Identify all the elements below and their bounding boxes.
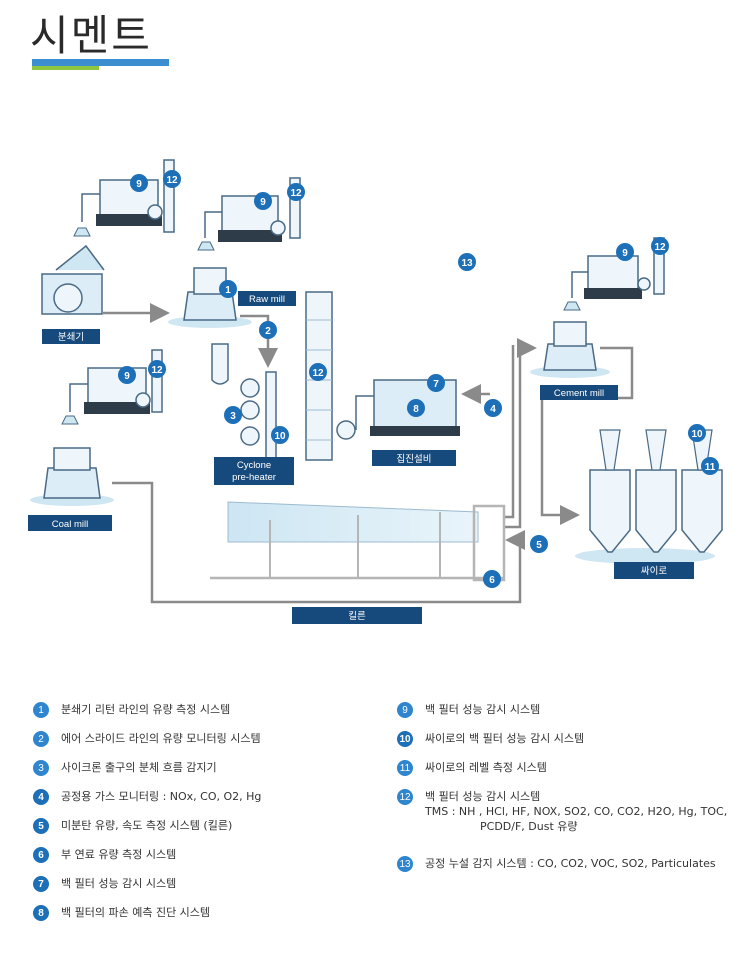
bag-filter-unit-2 <box>197 177 301 251</box>
svg-text:13: 13 <box>461 258 473 269</box>
marker-7: 7 <box>427 374 445 392</box>
marker-10a: 10 <box>271 426 289 444</box>
marker-12b: 12 <box>287 183 305 201</box>
title-underline-green <box>32 66 99 70</box>
marker-9d: 9 <box>616 243 634 261</box>
marker-12c: 12 <box>148 360 166 378</box>
svg-text:9: 9 <box>124 371 130 382</box>
svg-text:5: 5 <box>536 540 542 551</box>
crusher-equipment <box>41 244 105 315</box>
marker-9a: 9 <box>130 174 148 192</box>
svg-text:2: 2 <box>265 326 271 337</box>
raw-mill-equipment <box>168 267 252 328</box>
label-cement-mill: Cement mill <box>554 388 604 399</box>
marker-13: 13 <box>458 253 476 271</box>
cement-mill-equipment <box>530 321 610 378</box>
legend-12-line2: TMS : NH , HCl, HF, NOX, SO2, CO, CO2, H… <box>425 805 728 818</box>
page-title: 시멘트 <box>30 11 152 60</box>
svg-text:9: 9 <box>622 248 628 259</box>
svg-text:9: 9 <box>136 179 142 190</box>
marker-4: 4 <box>484 399 502 417</box>
markers: 1 2 3 4 5 6 7 8 9 9 9 9 10 10 11 12 12 1… <box>118 170 719 588</box>
marker-9c: 9 <box>118 366 136 384</box>
marker-8: 8 <box>407 399 425 417</box>
svg-text:6: 6 <box>489 575 495 586</box>
svg-text:12: 12 <box>166 175 178 186</box>
svg-text:10: 10 <box>274 431 286 442</box>
marker-2: 2 <box>259 321 277 339</box>
svg-text:8: 8 <box>413 404 419 415</box>
label-raw-mill: Raw mill <box>249 294 285 305</box>
svg-text:12: 12 <box>312 368 324 379</box>
svg-text:9: 9 <box>260 197 266 208</box>
label-cyclone-1: Cyclone <box>237 460 271 471</box>
legend-12-line3: PCDD/F, Dust 유량 <box>480 820 578 833</box>
process-diagram: 분쇄기 Raw mill Cyclone pre-heater Coal mil… <box>28 159 723 624</box>
svg-text:12: 12 <box>654 242 666 253</box>
marker-10b: 10 <box>688 424 706 442</box>
label-silo: 싸이로 <box>641 566 667 577</box>
label-boxes: 분쇄기 Raw mill Cyclone pre-heater Coal mil… <box>28 291 694 624</box>
svg-text:3: 3 <box>230 411 236 422</box>
legend-item-12: 12 백 필터 성능 감시 시스템 TMS : NH , HCl, HF, NO… <box>397 789 737 834</box>
bag-filter-unit-4 <box>563 237 665 311</box>
bag-filter-unit-3 <box>61 349 163 425</box>
title-underline-blue <box>32 59 169 66</box>
label-cyclone-2: pre-heater <box>232 472 276 483</box>
marker-5: 5 <box>530 535 548 553</box>
bag-filter-unit-1 <box>73 159 175 237</box>
svg-text:7: 7 <box>433 379 439 390</box>
svg-text:4: 4 <box>490 404 496 415</box>
label-kiln: 킬른 <box>348 611 366 622</box>
marker-1: 1 <box>219 280 237 298</box>
coal-mill-equipment <box>30 447 114 506</box>
marker-6: 6 <box>483 570 501 588</box>
kiln-equipment <box>210 501 506 582</box>
marker-12e: 12 <box>651 237 669 255</box>
marker-9b: 9 <box>254 192 272 210</box>
label-crusher: 분쇄기 <box>58 332 84 343</box>
label-dust-collector: 집진설비 <box>397 453 432 465</box>
svg-text:11: 11 <box>705 462 716 473</box>
marker-11: 11 <box>701 457 719 475</box>
svg-text:12: 12 <box>151 365 163 376</box>
marker-12a: 12 <box>163 170 181 188</box>
label-coal-mill: Coal mill <box>52 519 88 530</box>
title-underline <box>32 59 169 70</box>
marker-12d: 12 <box>309 363 327 381</box>
svg-text:10: 10 <box>691 429 703 440</box>
silos-equipment <box>575 429 723 564</box>
svg-text:12: 12 <box>290 188 302 199</box>
svg-text:1: 1 <box>225 285 231 296</box>
marker-3: 3 <box>224 406 242 424</box>
cyclone-preheater-equipment <box>211 343 277 459</box>
legend-12-line1: 백 필터 성능 감시 시스템 <box>425 790 541 803</box>
